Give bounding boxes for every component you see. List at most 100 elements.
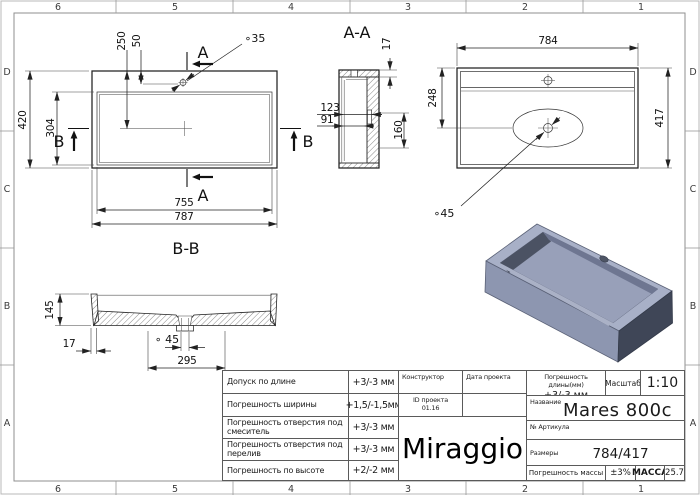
plan-view-top: 420 304 250 50 ∘35 A A B: [17, 31, 313, 228]
basin-oval: [512, 108, 584, 148]
tolerance-label: Допуск по длине: [227, 377, 296, 387]
section-a-label: A: [198, 43, 209, 62]
brand-logo: Miraggio: [398, 416, 527, 481]
grid-col-label: 6: [55, 2, 61, 13]
name-cell: Название Mares 800c: [526, 395, 685, 421]
grid-col-label: 1: [638, 2, 644, 13]
tolerance-value: +2/-2 мм: [348, 460, 399, 481]
render-basin-back-wall: [543, 232, 658, 294]
grid-col-label: 5: [172, 484, 178, 495]
dim-drain-dia-bb: ∘ 45: [155, 333, 179, 346]
mass-tolerance-label: Погрешность массы: [528, 469, 604, 477]
section-a-label: A: [198, 186, 209, 205]
mass-label: МАССА: [631, 468, 669, 478]
section-bb-view: B-B 145 17 ∘ 45 295: [44, 239, 278, 371]
project-id-value: 01.16: [421, 404, 440, 412]
tolerance-value-text: +3/-3 мм: [352, 444, 395, 455]
grid-col-label: 6: [55, 484, 61, 495]
dim-304: 304: [45, 118, 57, 138]
scale-label: Масштаб: [605, 378, 641, 388]
grid-row-label: C: [4, 184, 11, 195]
project-date-label: Дата проекта: [466, 373, 511, 381]
render-right-face: [617, 290, 673, 363]
grid-col-label: 2: [522, 484, 528, 495]
dim-145: 145: [44, 300, 56, 319]
brand-logo-text: Miraggio: [401, 432, 524, 465]
tolerance-value: +1,5/-1,5мм: [345, 393, 402, 417]
plan-view-right: ∘45 784 248 417: [427, 35, 672, 220]
section-aa-view: A-A 17 123 91 160: [317, 23, 409, 169]
scale-label-cell: Масштаб: [605, 370, 641, 396]
grid-row-label: D: [689, 67, 696, 78]
render-faucet-hole: [599, 255, 609, 263]
mass-label-cell: МАССА: [631, 465, 669, 481]
grid-row-label: A: [4, 418, 11, 429]
dim-17-wall: 17: [63, 338, 76, 350]
scale-value: 1:10: [646, 375, 679, 391]
tolerance-label: Погрешность по высоте: [227, 465, 325, 475]
constructor-label: Конструктор: [402, 373, 444, 381]
dim-248: 248: [427, 88, 439, 107]
tolerance-row: Погрешность отверстия под смеситель: [222, 416, 349, 439]
grid-row-label: C: [690, 184, 697, 195]
dim-50: 50: [131, 35, 143, 48]
dim-417: 417: [654, 108, 666, 127]
size-cell: Размеры 784/417: [526, 439, 685, 466]
project-id-cell: ID проекта 01.16: [398, 393, 463, 417]
grid-row-label: A: [690, 418, 697, 429]
grid-row-label: B: [690, 301, 697, 312]
project-id-label: ID проекта: [412, 396, 449, 404]
render-basin-near-wall: [500, 263, 613, 326]
grid-row-label: D: [3, 67, 10, 78]
section-bb-title: B-B: [172, 239, 199, 258]
tolerance-value-text: +1,5/-1,5мм: [345, 399, 402, 411]
dim-787: 787: [174, 211, 193, 223]
grid-col-label: 1: [638, 484, 644, 495]
sku-label: № Артикула: [530, 423, 570, 431]
tolerance-value: +3/-3 мм: [348, 438, 399, 461]
grid-col-label: 5: [172, 2, 178, 13]
project-date-cell: Дата проекта: [462, 370, 527, 394]
section-aa-title: A-A: [344, 23, 371, 42]
length-tolerance-cell: Погрешность длины(мм) +3/-3 мм: [526, 370, 606, 401]
constructor-cell: Конструктор: [398, 370, 463, 394]
grid-col-label: 4: [288, 2, 294, 13]
grid-col-label: 2: [522, 2, 528, 13]
dim-295: 295: [177, 355, 196, 367]
mass-value-cell: 25.7: [664, 465, 685, 481]
tolerance-value-text: +3/-3 мм: [352, 376, 395, 388]
render-basin-shadow-wall: [500, 232, 551, 273]
tolerance-row: Допуск по длине: [222, 370, 349, 394]
dim-250: 250: [116, 31, 128, 50]
dim-755: 755: [174, 197, 193, 209]
length-tolerance-label: Погрешность длины(мм): [544, 373, 588, 389]
dim-784: 784: [538, 35, 558, 47]
size-label: Размеры: [530, 449, 559, 457]
tolerance-value-text: +3/-3 мм: [352, 422, 395, 433]
dim-123: 123: [320, 102, 339, 114]
grid-col-label: 3: [405, 2, 411, 13]
dim-hole-dia: ∘35: [245, 32, 266, 45]
empty-cell: [462, 393, 527, 417]
dim-drain-dia: ∘45: [434, 207, 455, 220]
grid-col-label: 3: [405, 484, 411, 495]
tolerance-value: +3/-3 мм: [348, 416, 399, 439]
sink-3d-render: [484, 223, 673, 363]
product-name: Mares 800c: [563, 399, 672, 421]
scale-value-cell: 1:10: [640, 370, 685, 396]
dim-420: 420: [17, 110, 29, 129]
tolerance-row: Погрешность ширины: [222, 393, 349, 417]
tolerance-label: Погрешность отверстия под смеситель: [227, 418, 343, 436]
tolerance-row: Погрешность по высоте: [222, 460, 349, 481]
grid-row-label: B: [4, 301, 11, 312]
mass-value: 25.7: [665, 468, 684, 478]
dim-17-deck: 17: [381, 38, 393, 51]
section-b-label: B: [54, 132, 65, 151]
mass-tolerance-value: ±3%: [610, 468, 631, 478]
grid-col-label: 4: [288, 484, 294, 495]
tolerance-label: Погрешность отверстия под перелив: [227, 440, 343, 458]
tolerance-label: Погрешность ширины: [227, 400, 317, 410]
